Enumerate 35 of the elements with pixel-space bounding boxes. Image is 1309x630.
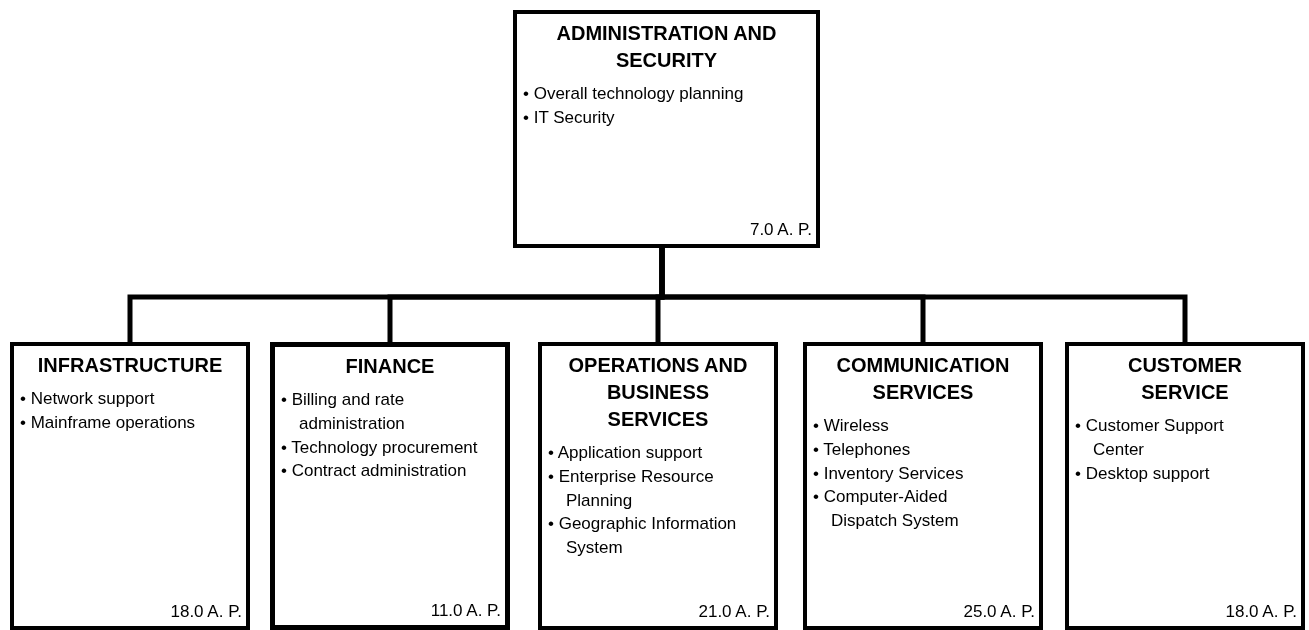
bullet-item: • Billing and rate administration — [281, 389, 406, 435]
org-unit-box — [1065, 342, 1305, 630]
staff-count: 25.0 A. P. — [963, 602, 1035, 622]
org-unit-box — [803, 342, 1043, 630]
bullet-item: • Computer-Aided Dispatch System — [813, 486, 960, 533]
org-unit-box — [513, 10, 820, 248]
bullet-item: • Enterprise Resource Planning — [548, 465, 715, 512]
bullet-item: • Telephones — [813, 438, 912, 461]
org-unit-box — [10, 342, 250, 630]
unit-title: CUSTOMER SERVICE — [1126, 353, 1244, 405]
unit-title: FINANCE — [344, 354, 436, 379]
unit-title: ADMINISTRATION AND SECURITY — [555, 21, 778, 73]
org-unit-box — [538, 342, 778, 630]
staff-count: 18.0 A. P. — [170, 602, 242, 622]
bullet-item: • Technology procurement — [281, 436, 479, 459]
bullet-item: • Network support — [20, 388, 156, 410]
bullet-item: • Mainframe operations — [20, 411, 197, 434]
bullet-item: • Overall technology planning — [523, 83, 745, 105]
staff-count: 7.0 A. P. — [749, 220, 812, 240]
bullet-item: • Customer Support Center — [1075, 415, 1225, 461]
unit-title: INFRASTRUCTURE — [36, 353, 224, 378]
bullet-item: • Inventory Services — [813, 462, 965, 485]
unit-title: OPERATIONS AND BUSINESS SERVICES — [567, 353, 749, 432]
bullet-item: • Desktop support — [1075, 462, 1211, 485]
bullet-item: • Contract administration — [281, 460, 468, 483]
bullet-item: • Geographic Information System — [548, 513, 738, 560]
staff-count: 21.0 A. P. — [698, 602, 770, 622]
connector-line — [659, 248, 1188, 342]
bullet-item: • IT Security — [523, 106, 616, 129]
bullet-item: • Application support — [548, 442, 704, 464]
staff-count: 11.0 A. P. — [430, 601, 501, 621]
unit-title: COMMUNICATION SERVICES — [835, 353, 1011, 405]
staff-count: 18.0 A. P. — [1225, 602, 1297, 622]
bullet-item: • Wireless — [813, 415, 890, 437]
org-unit-box — [270, 342, 510, 630]
